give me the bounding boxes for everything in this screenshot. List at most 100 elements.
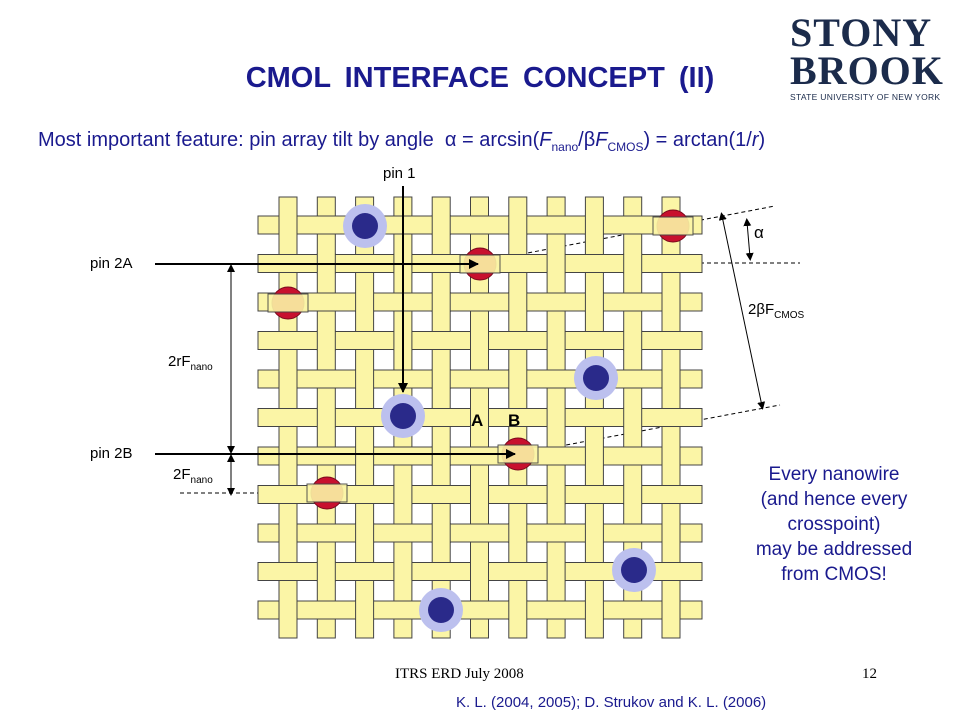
formula-r: r [751, 129, 759, 151]
wire-weave-segment [432, 292, 451, 312]
blue-pin [583, 365, 609, 391]
horizontal-nanowire [257, 292, 703, 312]
wire-weave-segment [508, 369, 527, 389]
pin2b-label: pin 2B [90, 445, 133, 462]
wire-weave-segment [508, 600, 527, 620]
wire-weave-segment [508, 215, 527, 235]
feature-statement: Most important feature: pin array tilt b… [38, 129, 765, 154]
nano-subscript-2: nano [190, 475, 213, 486]
note-line: may be addressed [755, 539, 913, 560]
wire-weave-segment [432, 369, 451, 389]
wire-weave-segment [470, 330, 489, 351]
wire-weave-segment [279, 369, 297, 389]
wire-weave-segment [470, 484, 489, 505]
wire-weave-segment [279, 446, 297, 466]
feature-prefix: Most important feature: pin array tilt b… [38, 129, 434, 151]
wire-weave-segment [470, 407, 489, 428]
wire-weave-segment [355, 600, 374, 620]
wire-over-pin [306, 483, 348, 503]
nano-subscript: nano [190, 362, 213, 373]
wire-weave-segment [585, 600, 604, 620]
alpha-arc-marker [743, 218, 754, 261]
note-line: (and hence every [760, 489, 908, 510]
wire-weave-segment [547, 253, 566, 274]
wire-weave-segment [662, 369, 680, 389]
blue-pin [428, 597, 454, 623]
logo-line-1: STONY [790, 10, 933, 55]
wire-weave-segment [279, 215, 297, 235]
horizontal-nanowire [257, 369, 703, 389]
wire-weave-segment [547, 561, 566, 582]
wire-weave-segment [585, 292, 604, 312]
wire-weave-segment [393, 561, 412, 582]
alpha-symbol: α [444, 129, 457, 151]
horizontal-nanowire [257, 523, 703, 543]
tilt-angle-label: α [754, 223, 764, 242]
wire-weave-segment [317, 561, 336, 582]
wire-weave-segment [393, 484, 412, 505]
nanowire-grid [257, 196, 703, 639]
formula-sub-cmos: CMOS [607, 140, 644, 154]
wire-weave-segment [355, 292, 374, 312]
note-line: crosspoint) [787, 514, 881, 535]
wire-weave-segment [432, 215, 451, 235]
horizontal-nanowire [257, 446, 703, 466]
page-number: 12 [862, 666, 877, 682]
wire-weave-segment [508, 292, 527, 312]
wire-over-pin [267, 293, 309, 313]
wire-weave-segment [662, 292, 680, 312]
stony-brook-logo: STONY BROOK STATE UNIVERSITY OF NEW YORK [790, 10, 944, 106]
two-r-f-nano-label: 2rFnano [168, 353, 213, 373]
wire-weave-segment [585, 523, 604, 543]
wire-weave-segment [662, 446, 680, 466]
horizontal-nanowire [257, 600, 703, 620]
wire-weave-segment [623, 253, 642, 274]
dim-2betaF-line [718, 212, 766, 410]
pin2a-label: pin 2A [90, 255, 133, 272]
two-beta-F-text: 2βF [748, 301, 775, 318]
wire-weave-segment [585, 446, 604, 466]
formula-part-2: ) = arctan(1/ [643, 129, 752, 151]
formula-part: = arcsin( [456, 129, 540, 151]
wire-over-pin [652, 216, 694, 236]
wire-weave-segment [432, 446, 451, 466]
wire-weave-segment [662, 600, 680, 620]
wire-weave-segment [547, 330, 566, 351]
wire-weave-segment [662, 523, 680, 543]
wire-weave-segment [355, 523, 374, 543]
wire-weave-segment [470, 561, 489, 582]
wire-weave-segment [279, 600, 297, 620]
two-F-text: 2F [173, 466, 191, 483]
wire-weave-segment [355, 446, 374, 466]
addressing-note: Every nanowire (and hence every crosspoi… [718, 462, 950, 587]
cmos-subscript: CMOS [774, 310, 805, 321]
pin-spacing-label: 2βFCMOS [748, 301, 804, 321]
wire-weave-segment [623, 484, 642, 505]
beta-symbol: β [583, 129, 596, 151]
dimension-lines [227, 212, 766, 496]
wire-weave-segment [279, 523, 297, 543]
wire-weave-segment [547, 407, 566, 428]
wire-weave-segment [623, 407, 642, 428]
note-line: from CMOS! [781, 564, 887, 585]
formula-F2: F [595, 129, 608, 151]
logo-line-2: BROOK [790, 48, 944, 93]
formula-sub-nano: nano [551, 140, 579, 154]
wire-weave-segment [585, 215, 604, 235]
wire-weave-segment [547, 484, 566, 505]
formula-F: F [539, 129, 552, 151]
logo-subtitle: STATE UNIVERSITY OF NEW YORK [790, 92, 941, 102]
wire-weave-segment [432, 523, 451, 543]
pins-layer [267, 204, 694, 632]
formula-slash: / [578, 129, 584, 151]
citation: K. L. (2004, 2005); D. Strukov and K. L.… [456, 694, 767, 711]
slide-title: CMOL INTERFACE CONCEPT (II) [245, 62, 715, 94]
wire-weave-segment [508, 523, 527, 543]
note-line: Every nanowire [768, 464, 900, 485]
pin1-label: pin 1 [383, 165, 416, 182]
wire-weave-segment [317, 407, 336, 428]
wire-weave-segment [623, 330, 642, 351]
footer-event: ITRS ERD July 2008 [395, 666, 524, 682]
blue-pin [352, 213, 378, 239]
